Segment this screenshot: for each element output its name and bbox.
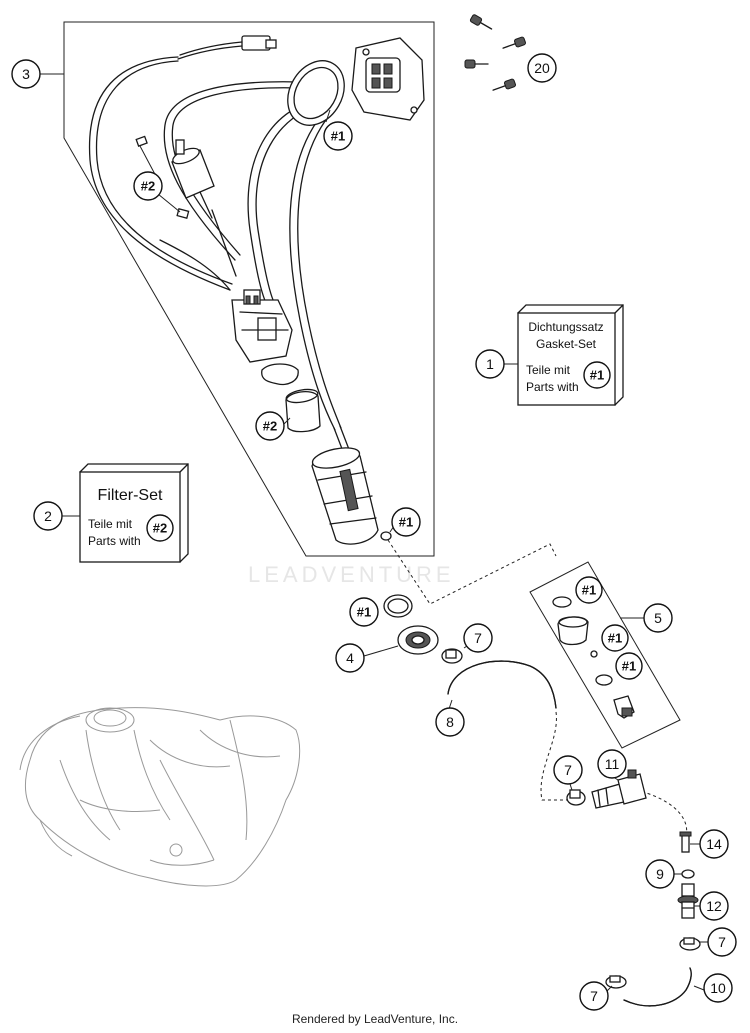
svg-text:12: 12 (706, 898, 722, 914)
ref-1-pump: #1 (391, 507, 421, 537)
svg-text:2: 2 (44, 508, 52, 524)
callout-10: 10 (703, 973, 733, 1003)
ref-1-flange: #1 (323, 121, 353, 151)
svg-text:8: 8 (446, 714, 454, 730)
svg-text:20: 20 (534, 60, 550, 76)
svg-text:Gasket-Set: Gasket-Set (536, 337, 597, 351)
svg-text:Parts with: Parts with (88, 534, 141, 548)
hose-clamp-lower-left (605, 975, 627, 989)
routing-dashed-line-2 (540, 711, 570, 801)
fuel-hose-10 (623, 967, 692, 1007)
ref-2-sleeve: #2 (255, 411, 285, 441)
fuel-hoses-wires (88, 56, 342, 431)
connector-kit-parts (552, 596, 635, 719)
callout-1: 1 (475, 349, 505, 379)
svg-text:11: 11 (605, 756, 620, 772)
svg-text:3: 3 (22, 66, 30, 82)
svg-text:1: 1 (486, 356, 494, 372)
svg-text:4: 4 (346, 650, 354, 666)
svg-text:9: 9 (656, 866, 664, 882)
fuel-pump (311, 447, 379, 545)
callout-7-lower-left: 7 (579, 981, 609, 1011)
watermark: LEADVENTURE (248, 562, 455, 587)
filter-clip-top (135, 135, 148, 147)
svg-text:#1: #1 (590, 368, 604, 383)
svg-text:#1: #1 (622, 659, 636, 674)
hose-clamp-lower-right (679, 937, 701, 951)
svg-text:10: 10 (710, 980, 726, 996)
pin-14 (679, 831, 692, 853)
fuel-hose-8 (447, 660, 557, 709)
ref-2-filter: #2 (133, 171, 163, 201)
filter-set-box: Filter-Set Teile mit Parts with #2 (79, 463, 189, 563)
callout-4: 4 (335, 643, 365, 673)
svg-text:Teile mit: Teile mit (526, 363, 571, 377)
o-ring-large (383, 594, 413, 618)
callout-9: 9 (645, 859, 675, 889)
svg-text:#2: #2 (141, 179, 155, 194)
flange-gasket (287, 60, 345, 126)
pressure-regulator (231, 289, 293, 363)
svg-text:#1: #1 (582, 583, 596, 598)
svg-text:7: 7 (718, 934, 726, 950)
svg-text:7: 7 (564, 762, 572, 778)
gasket-set-box: Dichtungssatz Gasket-Set Teile mit Parts… (517, 304, 624, 406)
svg-text:5: 5 (654, 610, 662, 626)
callout-2: 2 (33, 501, 63, 531)
svg-text:7: 7 (474, 630, 482, 646)
callout-20: 20 (527, 53, 557, 83)
svg-text:Dichtungssatz: Dichtungssatz (528, 320, 603, 334)
svg-text:#2: #2 (263, 419, 277, 434)
svg-text:7: 7 (590, 988, 598, 1004)
svg-text:#1: #1 (357, 605, 371, 620)
connector-kit-frame (529, 561, 681, 749)
svg-text:#1: #1 (331, 129, 345, 144)
callout-5: 5 (643, 603, 673, 633)
svg-text:Parts with: Parts with (526, 380, 579, 394)
callout-14: 14 (699, 829, 729, 859)
svg-text:Teile mit: Teile mit (88, 517, 133, 531)
filter-clip-bottom (176, 208, 190, 219)
callout-7-lower-right: 7 (707, 927, 737, 957)
quick-connector-11 (591, 769, 647, 809)
fuel-pump-assembly-frame (63, 21, 435, 557)
svg-text:14: 14 (706, 836, 722, 852)
pump-o-ring (380, 531, 392, 541)
connector-plug (177, 35, 277, 60)
ref-1-o-ring: #1 (349, 597, 379, 627)
callout-11: 11 (597, 749, 627, 779)
flange-screws (464, 14, 527, 91)
hose-clamp-middle (566, 789, 586, 806)
ref-1-kit-b: #1 (601, 624, 629, 652)
callout-3: 3 (11, 59, 41, 89)
ref-1-kit-c: #1 (615, 652, 643, 680)
mount-bracket (261, 363, 299, 386)
svg-text:#1: #1 (608, 631, 622, 646)
fuel-tank (19, 707, 301, 887)
callout-7-middle: 7 (553, 755, 583, 785)
pump-flange (351, 37, 425, 121)
svg-text:#2: #2 (153, 521, 167, 536)
svg-text:Filter-Set: Filter-Set (98, 487, 163, 504)
o-ring-9 (681, 869, 695, 879)
ref-1-kit-a: #1 (575, 576, 603, 604)
callout-8: 8 (435, 707, 465, 737)
seal-part-4 (397, 625, 439, 655)
routing-dashed-line (387, 539, 557, 605)
svg-text:#1: #1 (399, 515, 413, 530)
hose-nipple-12 (677, 883, 699, 919)
footer-credit: Rendered by LeadVenture, Inc. (291, 1012, 459, 1026)
callout-12: 12 (699, 891, 729, 921)
filter-sleeve (285, 388, 321, 433)
hose-clamp-upper (441, 648, 463, 664)
callout-7-upper: 7 (463, 623, 493, 653)
fuel-filter (171, 139, 237, 277)
